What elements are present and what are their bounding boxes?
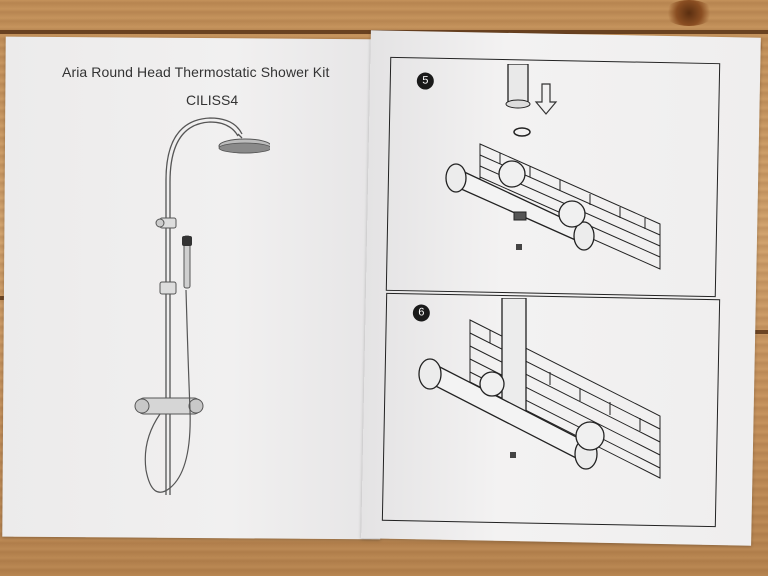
shower-kit-illustration xyxy=(134,117,270,495)
step-6-illustration xyxy=(418,298,661,479)
arrow-down-icon xyxy=(534,83,558,115)
wood-knot xyxy=(664,0,714,26)
product-code: CILISS4 xyxy=(186,92,239,108)
document-title: Aria Round Head Thermostatic Shower Kit xyxy=(62,64,330,80)
step-5-illustration xyxy=(445,64,661,270)
